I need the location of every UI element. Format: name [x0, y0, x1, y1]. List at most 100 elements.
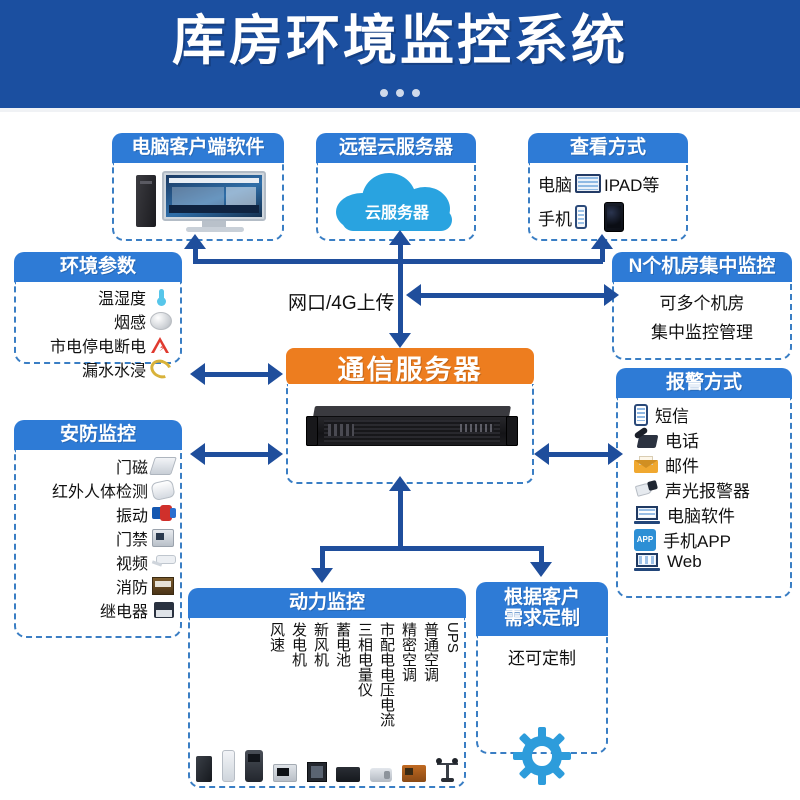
power-distribution-meter-icon	[272, 764, 297, 783]
env-item-0-label: 温湿度	[97, 291, 146, 309]
ups-device-icon	[196, 756, 212, 783]
smartphone-icon	[575, 205, 587, 230]
sec-item-3-label: 门禁	[115, 532, 148, 550]
smartphone-dark-icon	[604, 202, 624, 233]
arrow-to-cloud-server	[389, 230, 411, 245]
n-rooms-line-1: 集中监控管理	[651, 323, 753, 343]
web-browser-icon	[634, 553, 660, 572]
sound-light-siren-icon	[634, 479, 659, 499]
mobile-app-icon: APP	[634, 528, 656, 551]
power-item-0: UPS	[444, 622, 461, 654]
env-item-1-label: 烟感	[113, 315, 146, 333]
arrow-network-down	[389, 333, 411, 348]
communication-server-node[interactable]: 通信服务器	[286, 348, 534, 486]
card-alarm-methods-body: 短信 电话 邮件 声光报警器 电脑软件 APP 手机APP	[616, 398, 792, 599]
arrow-server-up-from-split	[389, 476, 411, 491]
telephone-icon	[633, 426, 659, 450]
fire-fighting-icon	[152, 577, 174, 596]
card-pc-client-body	[112, 163, 284, 242]
card-pc-client[interactable]: 电脑客户端软件	[112, 133, 284, 242]
card-env-params-title: 环境参数	[14, 252, 182, 283]
arrow-nrooms-left	[406, 284, 421, 306]
sec-item-0: 门磁	[20, 454, 177, 478]
precision-air-conditioner-icon	[244, 750, 263, 783]
env-item-2-label: 市电停电断电	[49, 339, 146, 357]
alarm-item-5-label: 手机APP	[663, 532, 732, 552]
laptop-software-icon	[634, 505, 660, 524]
power-item-5: 蓄电池	[334, 622, 351, 668]
sec-item-1: 红外人体检测	[20, 478, 176, 502]
connector-to-power-stem	[320, 546, 325, 570]
cloud-icon: 云服务器	[336, 169, 458, 232]
card-cloud-server[interactable]: 远程云服务器 云服务器	[316, 133, 476, 242]
arrow-security-left	[190, 443, 205, 465]
power-device-photos	[196, 748, 458, 783]
sec-item-2-label: 振动	[115, 508, 148, 526]
connector-bottom-bus	[320, 546, 544, 551]
access-control-icon	[152, 529, 174, 548]
card-customization-title-line-1: 需求定制	[503, 608, 580, 630]
alarm-item-2-label: 邮件	[665, 457, 699, 477]
alarm-item-1: 电话	[633, 426, 786, 452]
sec-item-4: 视频	[20, 550, 176, 574]
n-rooms-line-0: 可多个机房	[659, 294, 745, 314]
card-env-params[interactable]: 环境参数 温湿度 烟感 市电停电断电 ⚡ 漏水水浸	[14, 252, 182, 383]
connector-server-down-stem	[398, 486, 403, 546]
alarm-item-5: APP 手机APP	[634, 527, 786, 552]
smoke-detector-icon	[150, 312, 172, 331]
card-customization-body: 还可定制	[476, 635, 608, 785]
arrow-security-right	[268, 443, 283, 465]
card-security-title: 安防监控	[14, 420, 182, 451]
card-customization[interactable]: 根据客户 需求定制 还可定制	[476, 582, 608, 785]
power-item-3: 市配电电压电流	[378, 622, 395, 728]
alarm-item-6: Web	[634, 552, 786, 572]
power-warning-icon: ⚡	[150, 336, 172, 354]
power-item-7: 发电机	[290, 622, 307, 668]
power-item-4: 三相电量仪	[356, 622, 373, 698]
sec-item-5-label: 消防	[115, 580, 148, 598]
card-power-monitoring[interactable]: 动力监控 UPS 普通空调 精密空调 市配电电压电流 三相电量仪 蓄电池 新风机…	[188, 588, 466, 790]
sec-item-2: 振动	[20, 502, 176, 526]
arrow-to-customization	[530, 562, 552, 577]
power-item-6: 新风机	[312, 622, 329, 668]
sec-item-1-label: 红外人体检测	[51, 484, 148, 502]
card-cloud-server-title: 远程云服务器	[316, 133, 476, 164]
sec-item-6-label: 继电器	[99, 604, 148, 622]
arrow-nrooms-right	[604, 284, 619, 306]
card-n-rooms-body: 可多个机房 集中监控管理	[612, 282, 792, 361]
alarm-item-6-label: Web	[667, 552, 702, 572]
card-alarm-methods[interactable]: 报警方式 短信 电话 邮件 声光报警器 电脑软件	[616, 368, 792, 599]
sec-item-3: 门禁	[20, 526, 174, 550]
email-envelope-icon	[634, 456, 658, 474]
view-row-pc-label: 电脑	[538, 176, 572, 196]
card-security-body: 门磁 红外人体检测 振动 门禁 视频 消防	[14, 450, 182, 639]
power-item-1: 普通空调	[422, 622, 439, 683]
env-item-2: 市电停电断电 ⚡	[20, 333, 172, 357]
arrow-alarm-left	[534, 443, 549, 465]
connector-to-pc-stem	[193, 248, 198, 262]
communication-server-title: 通信服务器	[286, 348, 534, 386]
card-n-rooms[interactable]: N个机房集中监控 可多个机房 集中监控管理	[612, 252, 792, 361]
connector-network-uplink	[398, 259, 403, 335]
card-view-methods[interactable]: 查看方式 电脑 IPAD等 手机	[528, 133, 688, 242]
connector-to-custom-stem	[539, 546, 544, 564]
communication-server-body	[286, 384, 534, 484]
alarm-item-0: 短信	[634, 402, 786, 427]
env-item-1: 烟感	[20, 309, 172, 333]
view-row-phone: 手机	[538, 202, 680, 233]
battery-icon	[336, 767, 361, 783]
infrared-detector-icon	[150, 479, 176, 502]
card-alarm-methods-title: 报警方式	[616, 368, 792, 399]
three-phase-meter-icon	[306, 762, 327, 783]
banner-dots	[0, 84, 800, 102]
generator-icon	[402, 765, 427, 783]
card-security[interactable]: 安防监控 门磁 红外人体检测 振动 门禁 视频 消	[14, 420, 182, 639]
title-banner: 库房环境监控系统	[0, 0, 800, 112]
cloud-label: 云服务器	[364, 205, 429, 223]
env-item-3-label: 漏水水浸	[81, 363, 146, 381]
card-power-monitoring-title: 动力监控	[188, 588, 466, 619]
view-row-pc: 电脑 IPAD等	[538, 171, 680, 196]
cctv-camera-icon	[151, 553, 176, 571]
env-item-0: 温湿度	[20, 285, 172, 309]
card-env-params-body: 温湿度 烟感 市电停电断电 ⚡ 漏水水浸	[14, 282, 182, 383]
